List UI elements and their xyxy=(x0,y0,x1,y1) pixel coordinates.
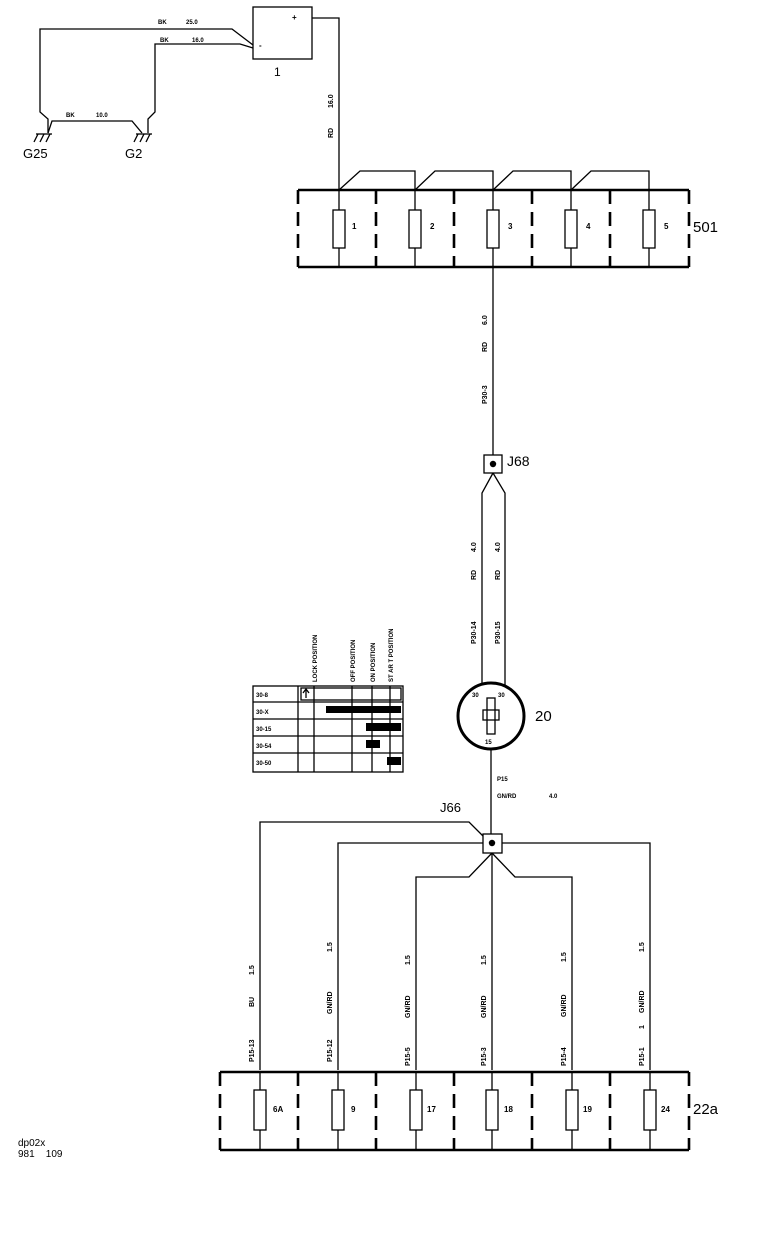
wire-bk-10-color: BK xyxy=(66,113,75,119)
switch-row-30-15: 30-15 xyxy=(256,727,272,733)
fuse-22a-24: 24 xyxy=(661,1105,670,1114)
branch-wire-2 xyxy=(337,842,483,1070)
branch-wire-6 xyxy=(502,842,651,1070)
wire-p15-color: GN/RD xyxy=(497,794,517,800)
diagram-reference-line2: 981 109 xyxy=(18,1149,63,1160)
wire-bk-25-size: 25.0 xyxy=(186,20,198,26)
fuse-22a-17: 17 xyxy=(427,1105,436,1114)
fuse-box-22a xyxy=(218,1070,691,1152)
battery-symbol xyxy=(252,6,313,60)
branch-2-color: GN/RD xyxy=(327,991,334,1014)
fuse-501-3: 3 xyxy=(508,222,513,231)
wire-rd-6-color: RD xyxy=(482,342,489,352)
ignition-switch-label: 20 xyxy=(535,708,552,725)
switch-row-30-x: 30-X xyxy=(256,710,269,716)
switch-term-right: 30 xyxy=(498,693,505,699)
branch-wire-5 xyxy=(491,852,573,1070)
wire-bk-10-size: 10.0 xyxy=(96,113,108,119)
wire-bk-16-size: 16.0 xyxy=(192,38,204,44)
wire-rd-6-size: 6.0 xyxy=(482,315,489,325)
key-icon xyxy=(482,697,500,735)
connector-j68-label: J68 xyxy=(507,453,530,469)
wire-rd-4-right xyxy=(492,472,506,688)
branch-5-color: GN/RD xyxy=(561,994,568,1017)
connector-j66-label: J66 xyxy=(440,800,461,815)
branch-3-color: GN/RD xyxy=(405,995,412,1018)
diagram-reference: dp02x 981 109 xyxy=(18,1138,62,1160)
switch-col-start: ST AR T POSITION xyxy=(389,629,395,682)
battery-plus: + xyxy=(292,13,297,22)
wire-bk-10 xyxy=(47,120,143,134)
ground-g25-label: G25 xyxy=(23,146,48,161)
fuse-box-22a-label: 22a xyxy=(693,1101,719,1118)
branch-1-size: 1.5 xyxy=(249,965,256,975)
wire-bk-25 xyxy=(39,28,254,133)
switch-row-30-54: 30-54 xyxy=(256,744,272,750)
fuse-501-4: 4 xyxy=(586,222,591,231)
battery-label: 1 xyxy=(274,65,281,79)
branch-wire-3 xyxy=(415,852,493,1070)
wire-rd-16-size: 16.0 xyxy=(328,94,335,108)
branch-6-pin: P15-1 xyxy=(639,1047,646,1066)
switch-term-bottom: 15 xyxy=(485,740,492,746)
fuse-box-501-label: 501 xyxy=(693,219,718,236)
wire-bk-16 xyxy=(147,43,254,133)
switch-position-table xyxy=(252,685,404,773)
wire-rd-16 xyxy=(312,17,340,190)
branch-4-color: GN/RD xyxy=(481,995,488,1018)
branch-4-pin: P15-3 xyxy=(481,1047,488,1066)
wire-left-color: RD xyxy=(471,570,478,580)
switch-col-off: OFF POSITION xyxy=(351,640,357,682)
wire-rd-16-color: RD xyxy=(328,128,335,138)
branch-6-size: 1.5 xyxy=(639,942,646,952)
branch-wire-1 xyxy=(259,821,484,1070)
fuse-501-5: 5 xyxy=(664,222,669,231)
fuse-501-1: 1 xyxy=(352,222,357,231)
ground-g2-label: G2 xyxy=(125,146,142,161)
wire-left-size: 4.0 xyxy=(471,542,478,552)
fuse-box-501 xyxy=(296,170,691,269)
fuse-22a-19: 19 xyxy=(583,1105,592,1114)
diagram-reference-line1: dp02x xyxy=(18,1138,46,1149)
wire-right-color: RD xyxy=(495,570,502,580)
wire-bk-25-color: BK xyxy=(158,20,167,26)
wire-right-size: 4.0 xyxy=(495,542,502,552)
switch-term-left: 30 xyxy=(472,693,479,699)
battery-minus: - xyxy=(259,41,262,50)
ground-g25-icon xyxy=(33,133,52,143)
branch-1-pin: P15-13 xyxy=(249,1039,256,1062)
branch-2-size: 1.5 xyxy=(327,942,334,952)
branch-6-color: GN/RD xyxy=(639,990,646,1013)
ground-g2-icon xyxy=(133,133,152,143)
wire-left-pin: P30-14 xyxy=(471,621,478,644)
branch-5-pin: P15-4 xyxy=(561,1047,568,1066)
branch-2-pin: P15-12 xyxy=(327,1039,334,1062)
fuse-501-2: 2 xyxy=(430,222,435,231)
wire-bk-16-color: BK xyxy=(160,38,169,44)
switch-row-30-8: 30-8 xyxy=(256,693,269,699)
branch-3-size: 1.5 xyxy=(405,955,412,965)
fuse-22a-9: 9 xyxy=(351,1105,356,1114)
switch-row-30-50: 30-50 xyxy=(256,761,272,767)
branch-3-pin: P15-5 xyxy=(405,1047,412,1066)
branch-5-size: 1.5 xyxy=(561,952,568,962)
branch-6-extra: 1 xyxy=(639,1025,646,1029)
fuse-22a-6a: 6A xyxy=(273,1105,283,1114)
switch-col-on: ON POSITION xyxy=(371,643,377,682)
wire-p15-size: 4.0 xyxy=(549,794,558,800)
branch-4-size: 1.5 xyxy=(481,955,488,965)
fuse-22a-18: 18 xyxy=(504,1105,513,1114)
wire-p15-pin: P15 xyxy=(497,777,508,783)
wire-rd-4-left xyxy=(481,472,494,688)
switch-col-lock: LOCK POSITION xyxy=(313,635,319,682)
wire-rd-6-pin: P30-3 xyxy=(482,385,489,404)
wire-right-pin: P30-15 xyxy=(495,621,502,644)
branch-1-color: BU xyxy=(249,997,256,1007)
